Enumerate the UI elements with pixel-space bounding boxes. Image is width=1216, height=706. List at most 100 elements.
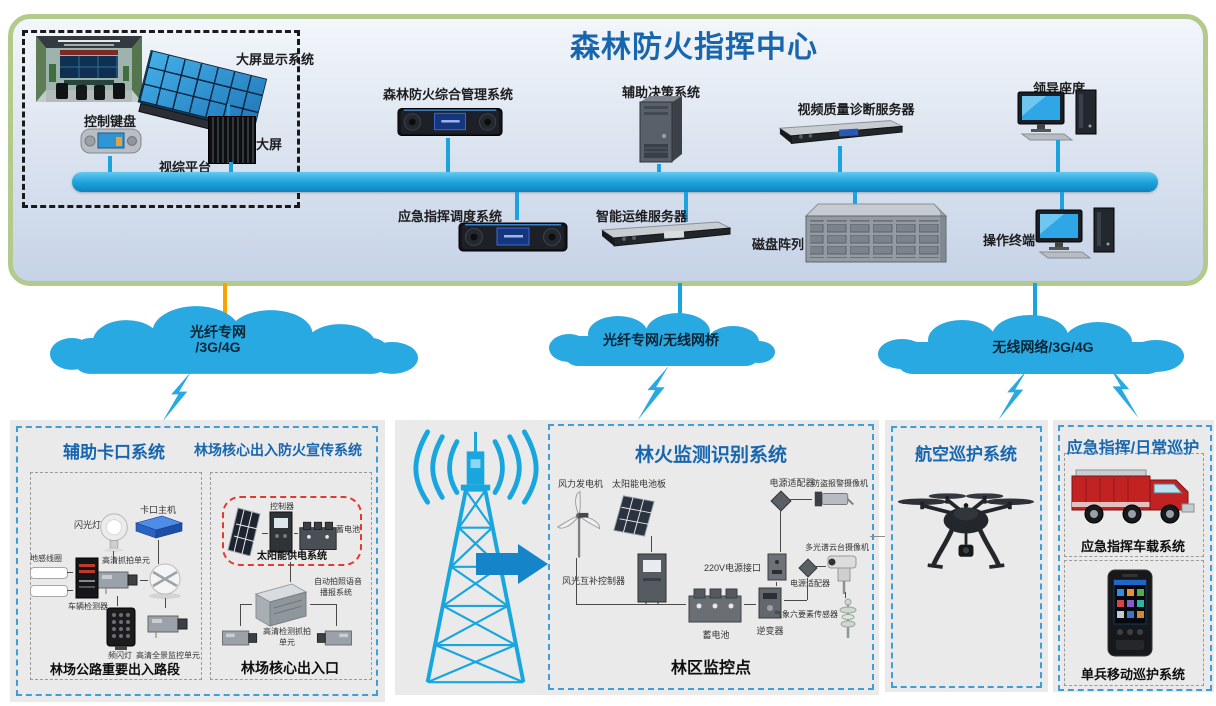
battery-bank-device	[686, 586, 744, 629]
battery-bank-label: 蓄电池	[702, 630, 730, 640]
ops-bus-link	[684, 192, 688, 222]
weather-sensor-label: 气象六要素传感器	[774, 610, 838, 619]
flash-lamp-device	[96, 512, 132, 557]
wire	[262, 533, 268, 534]
wire	[140, 580, 148, 581]
wire	[780, 510, 781, 552]
solar-panel-icon	[227, 507, 261, 557]
command-center-title: 森林防火指挥中心	[570, 31, 818, 64]
lightning-bolt-4	[1096, 366, 1142, 423]
control-keyboard-label: 控制键盘	[83, 114, 137, 129]
av-rack-icon	[397, 108, 503, 136]
desktop-pc-icon	[1035, 207, 1115, 259]
bullet-camera-icon	[814, 491, 854, 507]
video-platform-device	[208, 116, 256, 164]
ptz-camera-device	[826, 552, 862, 599]
big-screen-label: 大屏	[256, 137, 283, 152]
propaganda-title: 林场核心出入防火宣传系统	[194, 442, 362, 458]
broadcast-device	[252, 582, 310, 633]
disk-array-label: 磁盘阵列	[752, 237, 805, 252]
control-room-photo	[36, 36, 142, 107]
box-camera-icon	[97, 571, 138, 594]
lightning-bolt-1	[158, 372, 204, 427]
wire	[790, 499, 812, 500]
alarm-camera-device	[812, 488, 856, 515]
controller-icon	[269, 511, 293, 553]
signal-tower-icon	[413, 429, 539, 684]
adapter-bottom-label: 电源适配器	[790, 579, 830, 588]
detect-unit-label-line1: 高清检测抓拍	[263, 627, 311, 636]
wire	[651, 536, 652, 552]
adapter-diamond-icon	[798, 558, 818, 578]
dispatch-bus-link	[515, 192, 519, 220]
wire	[294, 533, 298, 534]
wire	[816, 566, 826, 567]
emergency-panel-border	[1058, 425, 1212, 691]
inverter-icon	[758, 587, 782, 619]
rack-server-icon	[600, 221, 732, 247]
fire-monitoring-title: 林火监测识别系统	[634, 445, 788, 466]
router-sphere-icon	[149, 563, 181, 599]
desktop-pc-icon	[1017, 89, 1097, 141]
wire	[845, 592, 846, 598]
wire	[67, 590, 73, 591]
box-camera-icon	[316, 630, 352, 646]
wire	[117, 596, 118, 606]
display-system-box	[22, 30, 300, 208]
detect-unit-label-line2: 单元	[279, 638, 295, 647]
wire	[113, 551, 114, 564]
cloud-icon	[878, 315, 1184, 374]
battery-icon	[299, 521, 337, 550]
controller-device	[268, 510, 294, 559]
ground-coil-bar-2	[30, 585, 68, 597]
wind-turbine-label: 风力发电机	[558, 479, 604, 489]
wire	[67, 572, 73, 573]
vehicle-detector-label: 车辆检测器	[68, 602, 108, 611]
road-section-caption: 林场公路重要出入路段	[49, 662, 181, 677]
battery-small-device	[298, 518, 338, 557]
ops-server-device	[600, 220, 732, 255]
control-keyboard-icon	[80, 128, 142, 154]
broadcast-label-line1: 自动拍照语音	[314, 577, 362, 586]
wire	[576, 558, 577, 604]
controller-icon	[637, 553, 667, 604]
cloud3-link-line	[1033, 283, 1037, 321]
wire	[240, 604, 252, 605]
detect-camera-right	[314, 624, 354, 657]
propaganda-box	[210, 472, 372, 680]
wall-platform-link	[227, 104, 230, 118]
disk-array-device	[804, 202, 949, 271]
rack-server-icon	[778, 120, 904, 145]
terminal-device	[1032, 206, 1124, 265]
cloud3-label: 无线网络/3G/4G	[992, 339, 1094, 355]
mgmt-system-label: 森林防火综合管理系统	[382, 87, 514, 102]
video-platform-label: 视综平台	[158, 160, 212, 175]
fire-monitoring-box	[548, 424, 874, 690]
adapter-bottom-device	[798, 558, 818, 583]
power-port-label: 220V电源接口	[704, 563, 762, 573]
cloud-fiber-3g4g	[42, 302, 420, 385]
truck-caption: 应急指挥车载系统	[1080, 539, 1186, 554]
mgmt-system-device	[396, 104, 504, 145]
cloud-wireless-3g4g	[870, 308, 1188, 385]
lightning-bolt-3	[994, 370, 1040, 425]
wire	[290, 562, 291, 582]
wire	[310, 604, 336, 605]
box-camera-icon	[222, 630, 258, 646]
strobe-device	[104, 606, 138, 655]
wire	[165, 598, 166, 608]
adapter-top-device	[770, 490, 792, 517]
weather-sensor-device	[836, 598, 860, 645]
solar-system-label: 太阳能供电系统	[257, 551, 327, 562]
flash-lamp-icon	[100, 513, 128, 552]
adapter-diamond-icon	[770, 490, 792, 512]
dispatch-system-label: 应急指挥调度系统	[398, 209, 503, 224]
cloud1-label-line2: /3G/4G	[195, 339, 241, 355]
decision-system-device	[632, 96, 686, 171]
ground-coil-bar-1	[30, 567, 68, 579]
network-bus	[72, 172, 1158, 192]
checkpoint-panel-border	[16, 426, 378, 696]
wire	[240, 604, 241, 626]
wire	[807, 578, 808, 600]
